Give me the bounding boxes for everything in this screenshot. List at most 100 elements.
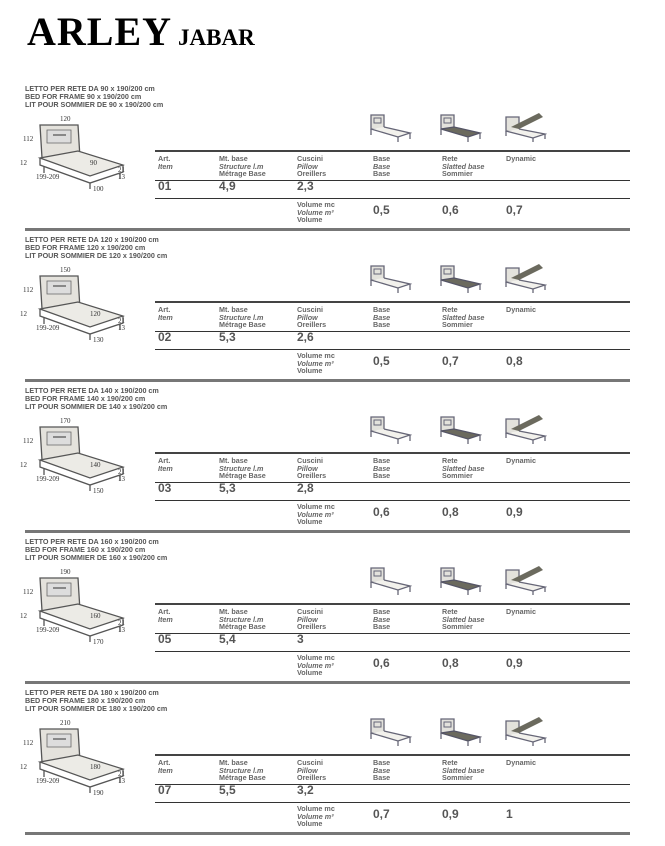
dim-length: 199-209 <box>36 777 60 785</box>
column-label: Volume <box>297 668 323 678</box>
description-it: LETTO PER RETE DA 120 x 190/200 cm <box>25 235 159 244</box>
column-label: Volume mc <box>297 351 335 360</box>
description-fr: LIT POUR SOMMIER DE 160 x 190/200 cm <box>25 553 168 562</box>
column-label: Volume mc <box>297 200 335 209</box>
column-label: Rete <box>442 305 458 314</box>
section-divider <box>25 228 630 231</box>
dim-h2: 13 <box>118 475 126 483</box>
size-description: LETTO PER RETE DA 140 x 190/200 cm BED F… <box>25 387 167 411</box>
bed-dimension-drawing: 170 112 140 12 21 13 199-209 150 <box>20 417 126 495</box>
mt-base-value: 4,9 <box>219 179 236 193</box>
column-label: Base <box>373 765 391 775</box>
bed-dimension-drawing: 210 112 180 12 21 13 199-209 190 <box>20 719 126 797</box>
volume-dynamic: 0,9 <box>506 505 523 519</box>
column-label: Cuscini <box>297 607 323 616</box>
column-label: Oreillers <box>297 471 327 481</box>
dim-h2: 13 <box>118 324 126 332</box>
description-en: BED FOR FRAME 140 x 190/200 cm <box>25 394 146 403</box>
column-label: Art. <box>158 607 171 616</box>
column-label: Dynamic <box>506 305 536 314</box>
column-label: Cuscini <box>297 305 323 314</box>
dynamic-storage-icon <box>505 264 547 293</box>
volume-dynamic: 0,7 <box>506 203 523 217</box>
description-it: LETTO PER RETE DA 140 x 190/200 cm <box>25 386 159 395</box>
column-label: Métrage Base <box>219 622 266 632</box>
cuscini-value: 2,3 <box>297 179 314 193</box>
description-fr: LIT POUR SOMMIER DE 90 x 190/200 cm <box>25 100 164 109</box>
bed-size-section: LETTO PER RETE DA 120 x 190/200 cm BED F… <box>0 234 665 385</box>
column-label: Oreillers <box>297 773 327 783</box>
column-label: Structure l.m <box>219 312 264 322</box>
column-label: Oreillers <box>297 622 327 632</box>
column-label: Slatted base <box>442 312 485 322</box>
description-fr: LIT POUR SOMMIER DE 180 x 190/200 cm <box>25 704 168 713</box>
column-label: Mt. base <box>219 456 248 465</box>
column-label: Volume <box>297 819 323 829</box>
column-label: Base <box>373 607 391 616</box>
bed-size-section: LETTO PER RETE DA 140 x 190/200 cm BED F… <box>0 385 665 536</box>
column-label: Sommier <box>442 471 473 481</box>
dim-leg: 12 <box>20 310 28 318</box>
column-label: Structure l.m <box>219 463 264 473</box>
column-label: Base <box>373 614 391 624</box>
dim-leg: 12 <box>20 159 28 167</box>
dim-mattress: 180 <box>90 763 101 771</box>
column-label: Métrage Base <box>219 320 266 330</box>
art-number: 02 <box>158 330 172 344</box>
column-label: Volume m³ <box>297 660 334 670</box>
cuscini-value: 2,8 <box>297 481 314 495</box>
column-label: Mt. base <box>219 154 248 163</box>
volume-rete: 0,8 <box>442 656 459 670</box>
section-divider <box>25 681 630 684</box>
column-label: Pillow <box>297 614 318 624</box>
description-it: LETTO PER RETE DA 160 x 190/200 cm <box>25 537 159 546</box>
col-art: Art.Item <box>158 608 173 623</box>
dim-base-width: 150 <box>93 487 104 495</box>
volume-dynamic: 1 <box>506 807 513 821</box>
column-label: Volume mc <box>297 804 335 813</box>
column-label: Pillow <box>297 312 318 322</box>
dim-height: 112 <box>23 135 34 143</box>
art-number: 05 <box>158 632 172 646</box>
column-label: Volume mc <box>297 653 335 662</box>
dynamic-storage-icon <box>505 566 547 595</box>
bed-dimension-drawing: 190 112 160 12 21 13 199-209 170 <box>20 568 126 646</box>
dim-h2: 13 <box>118 626 126 634</box>
volume-dynamic: 0,9 <box>506 656 523 670</box>
column-label: Dynamic <box>506 607 536 616</box>
column-label: Dynamic <box>506 154 536 163</box>
column-label: Art. <box>158 456 171 465</box>
bed-base-icon <box>370 567 412 595</box>
slatted-base-icon <box>440 567 482 595</box>
size-description: LETTO PER RETE DA 180 x 190/200 cm BED F… <box>25 689 167 713</box>
size-description: LETTO PER RETE DA 90 x 190/200 cm BED FO… <box>25 85 163 109</box>
column-label: Oreillers <box>297 169 327 179</box>
column-label: Base <box>373 154 391 163</box>
dim-h1: 21 <box>118 770 126 778</box>
slatted-base-icon <box>440 718 482 746</box>
dim-base-width: 130 <box>93 336 104 344</box>
column-label: Cuscini <box>297 154 323 163</box>
dim-width: 210 <box>60 719 71 727</box>
column-label: Base <box>373 312 391 322</box>
column-label: Base <box>373 463 391 473</box>
column-label: Mt. base <box>219 607 248 616</box>
column-label: Sommier <box>442 320 473 330</box>
description-it: LETTO PER RETE DA 90 x 190/200 cm <box>25 84 155 93</box>
section-divider <box>25 379 630 382</box>
volume-rete: 0,6 <box>442 203 459 217</box>
section-divider <box>25 530 630 533</box>
